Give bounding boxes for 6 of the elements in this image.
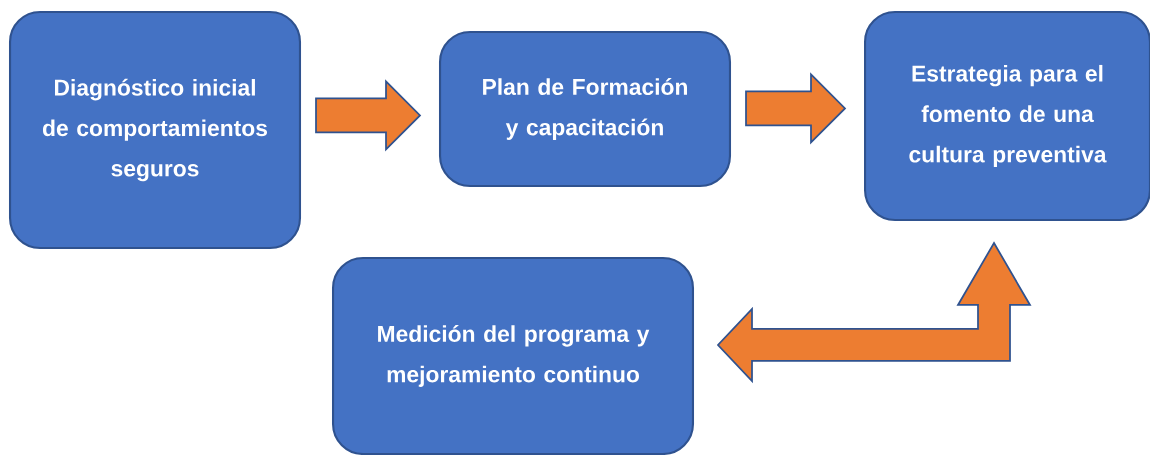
process-box: Estrategia para el fomento de una cultura preventiva: [863, 10, 1150, 222]
process-box: Plan de Formación y capacitación: [439, 30, 732, 188]
process-box: Diagnóstico inicial de comportamientos seguros: [9, 10, 302, 250]
block-arrow: [745, 72, 847, 145]
block-arrow: [315, 79, 422, 152]
process-box: Medición del programa y mejoramiento continuo: [332, 256, 695, 455]
